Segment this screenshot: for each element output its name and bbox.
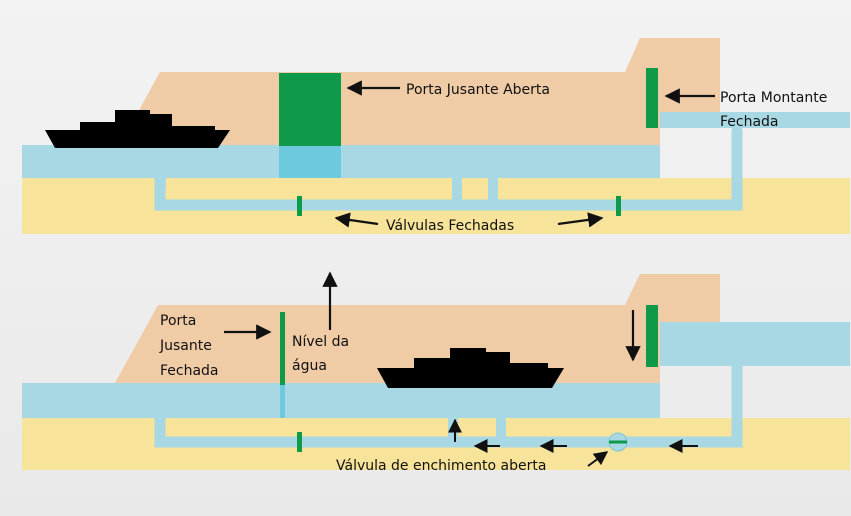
downstream-gate-closed (280, 312, 285, 385)
label-downstream-gate-closed-2: Jusante (159, 338, 212, 354)
gate-water-line (280, 385, 285, 418)
bottom-panel: Porta Jusante Fechada Nível da água Válv… (22, 273, 850, 474)
label-water-level-1: Nível da (292, 334, 349, 350)
gate-water-highlight (279, 146, 341, 178)
label-downstream-gate-closed-3: Fechada (160, 363, 219, 379)
upstream-gate-closed (646, 68, 658, 128)
culvert-connector-1 (448, 418, 458, 442)
valve-icon (297, 196, 302, 216)
upstream-water (660, 322, 850, 366)
label-filling-valve-open: Válvula de enchimento aberta (336, 458, 546, 474)
label-upstream-gate-closed-2: Fechada (720, 114, 779, 130)
label-downstream-gate-closed-1: Porta (160, 313, 196, 329)
label-water-level-2: água (292, 358, 327, 374)
valve-icon (616, 196, 621, 216)
top-panel: Porta Jusante Aberta Porta Montante Fech… (22, 38, 850, 234)
valve-icon (297, 432, 302, 452)
downstream-water (22, 383, 282, 418)
culvert-connector-1 (452, 178, 462, 205)
culvert-connector-2 (496, 418, 506, 442)
upstream-gate (646, 305, 658, 367)
label-valves-closed: Válvulas Fechadas (386, 218, 514, 234)
downstream-gate-open (279, 73, 341, 146)
chamber-water (282, 383, 660, 418)
culvert-inlet-left (155, 178, 166, 188)
culvert-connector-2 (488, 178, 498, 205)
label-downstream-gate-open: Porta Jusante Aberta (406, 82, 550, 98)
valve-icon (609, 433, 627, 451)
label-upstream-gate-closed-1: Porta Montante (720, 90, 827, 106)
